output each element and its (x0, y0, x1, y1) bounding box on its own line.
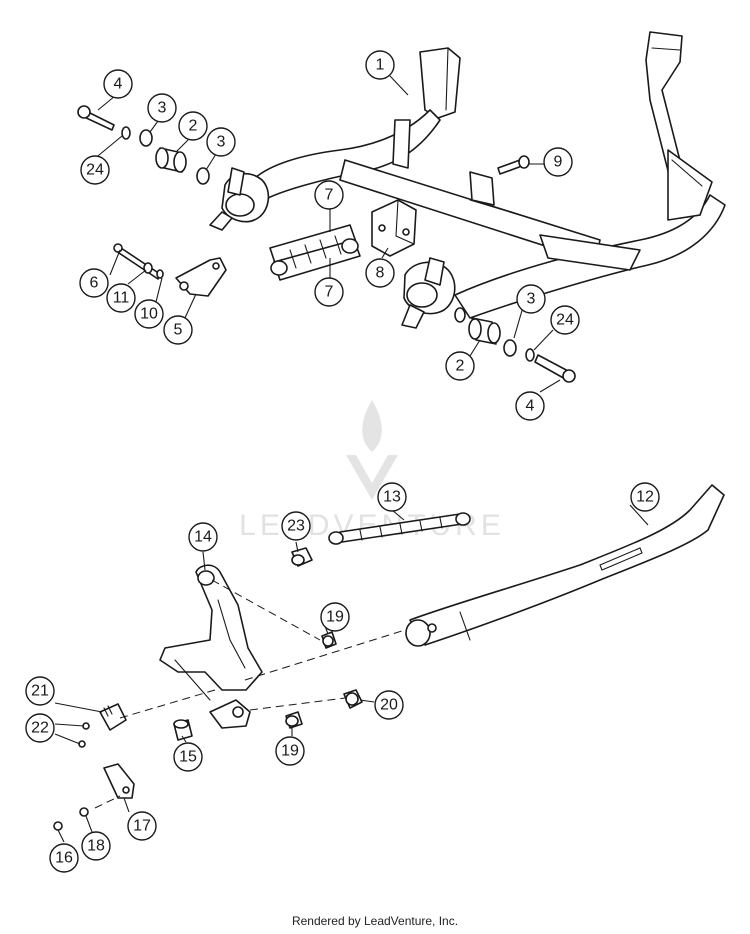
callout-5: 5 (163, 315, 193, 345)
svg-text:3: 3 (217, 134, 226, 151)
callout-6: 6 (79, 268, 109, 298)
svg-text:2: 2 (456, 358, 465, 375)
svg-text:2: 2 (189, 118, 198, 135)
svg-text:15: 15 (179, 749, 197, 766)
callout-14: 14 (188, 522, 218, 552)
callout-11: 11 (106, 283, 136, 313)
svg-text:24: 24 (86, 162, 104, 179)
svg-text:3: 3 (527, 291, 536, 308)
svg-text:13: 13 (383, 489, 401, 506)
svg-text:11: 11 (113, 290, 130, 307)
callout-4-left: 4 (103, 69, 133, 99)
svg-text:21: 21 (31, 683, 49, 700)
callout-17: 17 (127, 811, 157, 841)
callout-2-right: 2 (445, 351, 475, 381)
svg-text:20: 20 (380, 697, 398, 714)
callout-23: 23 (281, 511, 311, 541)
svg-text:14: 14 (194, 529, 212, 546)
bumper-15 (173, 719, 193, 741)
bolt-20 (343, 689, 363, 709)
callout-24-right: 24 (550, 305, 580, 335)
svg-text:8: 8 (376, 265, 385, 282)
callout-12: 12 (630, 482, 660, 512)
callout-1: 1 (365, 50, 395, 80)
callout-15: 15 (173, 742, 203, 772)
callout-21: 21 (25, 676, 55, 706)
svg-text:6: 6 (90, 275, 99, 292)
callout-3-right: 3 (516, 284, 546, 314)
svg-text:5: 5 (174, 322, 183, 339)
svg-text:7: 7 (325, 187, 334, 204)
callout-2-left: 2 (178, 111, 208, 141)
left-bushing-stack (77, 105, 210, 185)
center-stand-frame (209, 31, 726, 329)
svg-text:19: 19 (326, 609, 344, 626)
springs-7 (269, 224, 361, 281)
leader-lines (54, 75, 649, 843)
bolts-19 (285, 631, 337, 729)
callout-13: 13 (377, 482, 407, 512)
plate-assembly-5 (113, 243, 227, 297)
alignment-lines (94, 579, 406, 809)
svg-text:7: 7 (325, 284, 334, 301)
callout-19-bottom: 19 (275, 736, 305, 766)
svg-text:1: 1 (376, 57, 385, 74)
svg-text:19: 19 (281, 743, 299, 760)
callout-19-top: 19 (320, 602, 350, 632)
bumper-23 (291, 547, 313, 567)
svg-text:9: 9 (554, 154, 563, 171)
svg-text:10: 10 (140, 306, 158, 323)
bolt-9 (497, 155, 530, 175)
pivot-bracket-14 (159, 564, 263, 729)
svg-text:22: 22 (31, 720, 49, 737)
svg-text:18: 18 (87, 838, 105, 855)
svg-text:12: 12 (636, 489, 654, 506)
callout-7-bottom: 7 (314, 277, 344, 307)
side-stand-leg-12 (405, 484, 725, 647)
svg-text:4: 4 (114, 76, 123, 93)
svg-text:24: 24 (556, 312, 574, 329)
footer-credit: Rendered by LeadVenture, Inc. (291, 914, 459, 928)
right-bushing-stack (454, 307, 576, 383)
callout-24-left: 24 (80, 155, 110, 185)
bracket-8 (371, 199, 417, 257)
callout-4-right: 4 (515, 391, 545, 421)
callout-3-left-a: 3 (147, 93, 177, 123)
watermark-v-logo (346, 455, 398, 500)
svg-text:17: 17 (133, 818, 151, 835)
spring-13 (328, 512, 471, 545)
callout-8: 8 (365, 258, 395, 288)
watermark-flame-icon (362, 400, 382, 452)
callout-7-top: 7 (314, 180, 344, 210)
switch-21 (78, 703, 127, 748)
svg-text:16: 16 (55, 850, 73, 867)
svg-text:23: 23 (287, 518, 305, 535)
callout-22: 22 (25, 713, 55, 743)
callout-9: 9 (543, 147, 573, 177)
callout-20: 20 (374, 690, 404, 720)
callout-3-left-b: 3 (206, 127, 236, 157)
callout-10: 10 (134, 299, 164, 329)
callout-16: 16 (49, 843, 79, 873)
svg-text:3: 3 (158, 100, 167, 117)
callout-18: 18 (81, 831, 111, 861)
svg-text:4: 4 (526, 398, 535, 415)
plate-17 (53, 763, 135, 831)
